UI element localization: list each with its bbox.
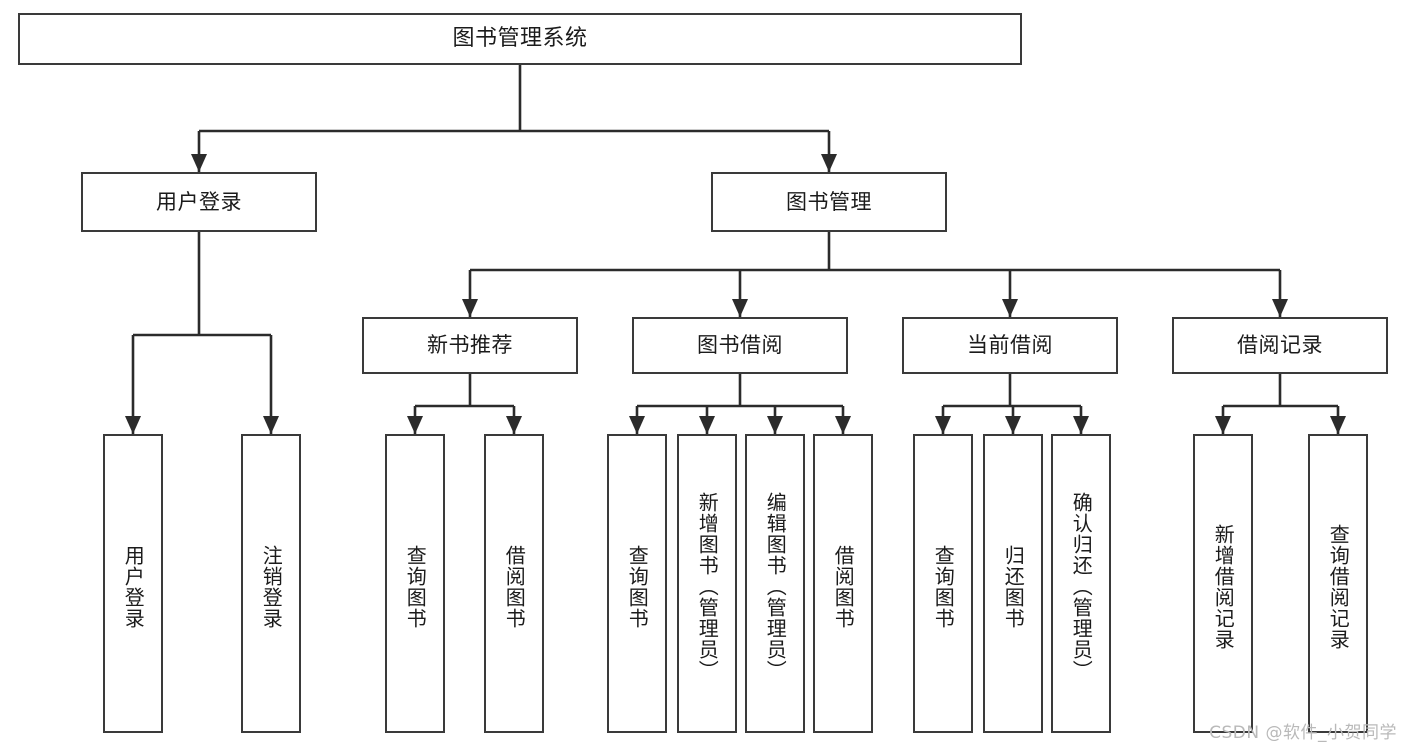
arrowhead-leaf-query-book-borrow [629,416,645,434]
node-leaf-user-logout[interactable]: 注销登录 [241,434,301,733]
node-leaf-edit-book[interactable]: 编辑图书（管理员） [745,434,805,733]
node-leaf-query-book-cur[interactable]: 查询图书 [913,434,973,733]
node-label-leaf-user-logout: 注销登录 [259,544,284,629]
node-new-book-recommend[interactable]: 新书推荐 [362,317,578,374]
arrowhead-leaf-add-book [699,416,715,434]
node-label-leaf-edit-book: 编辑图书（管理员） [763,492,788,681]
node-label-leaf-query-book-borrow: 查询图书 [625,544,650,629]
arrowhead-leaf-edit-book [767,416,783,434]
node-root[interactable]: 图书管理系统 [18,13,1022,65]
node-label-leaf-user-login: 用户登录 [121,544,146,629]
arrowhead-new-book-recommend [462,299,478,317]
node-label-leaf-confirm-return: 确认归还（管理员） [1069,492,1094,681]
node-leaf-add-record[interactable]: 新增借阅记录 [1193,434,1253,733]
node-label-book-borrow: 图书借阅 [697,333,783,358]
node-label-leaf-add-book: 新增图书（管理员） [695,492,720,681]
arrowhead-book-borrow [732,299,748,317]
node-leaf-query-record[interactable]: 查询借阅记录 [1308,434,1368,733]
node-leaf-add-book[interactable]: 新增图书（管理员） [677,434,737,733]
node-label-leaf-query-book-rec: 查询图书 [403,544,428,629]
watermark-label: CSDN @软件_小贺同学 [1209,723,1397,743]
node-label-leaf-borrow-book-rec: 借阅图书 [502,544,527,629]
node-leaf-borrow-book[interactable]: 借阅图书 [813,434,873,733]
node-label-leaf-query-book-cur: 查询图书 [931,544,956,629]
node-label-root: 图书管理系统 [452,26,588,52]
node-label-book-manage: 图书管理 [786,189,872,214]
arrowhead-leaf-borrow-book-rec [506,416,522,434]
node-label-leaf-borrow-book: 借阅图书 [831,544,856,629]
arrowhead-borrow-record [1272,299,1288,317]
node-current-borrow[interactable]: 当前借阅 [902,317,1118,374]
node-book-manage[interactable]: 图书管理 [711,172,947,232]
arrowhead-book-manage [821,154,837,172]
arrowhead-user-login [191,154,207,172]
node-label-leaf-return-book: 归还图书 [1001,544,1026,629]
node-leaf-query-book-rec[interactable]: 查询图书 [385,434,445,733]
arrowhead-current-borrow [1002,299,1018,317]
arrowhead-leaf-user-logout [263,416,279,434]
arrowhead-leaf-user-login [125,416,141,434]
arrowhead-leaf-add-record [1215,416,1231,434]
node-borrow-record[interactable]: 借阅记录 [1172,317,1388,374]
arrowhead-leaf-confirm-return [1073,416,1089,434]
node-label-new-book-recommend: 新书推荐 [427,333,513,358]
node-leaf-query-book-borrow[interactable]: 查询图书 [607,434,667,733]
node-label-leaf-add-record: 新增借阅记录 [1211,523,1236,650]
node-leaf-return-book[interactable]: 归还图书 [983,434,1043,733]
node-user-login[interactable]: 用户登录 [81,172,317,232]
node-label-leaf-query-record: 查询借阅记录 [1326,523,1351,650]
node-leaf-user-login[interactable]: 用户登录 [103,434,163,733]
node-label-user-login: 用户登录 [156,189,242,214]
arrowhead-leaf-query-book-rec [407,416,423,434]
node-book-borrow[interactable]: 图书借阅 [632,317,848,374]
node-label-current-borrow: 当前借阅 [967,333,1053,358]
node-leaf-confirm-return[interactable]: 确认归还（管理员） [1051,434,1111,733]
arrowhead-leaf-borrow-book [835,416,851,434]
node-leaf-borrow-book-rec[interactable]: 借阅图书 [484,434,544,733]
arrowhead-leaf-query-record [1330,416,1346,434]
arrowhead-leaf-query-book-cur [935,416,951,434]
node-label-borrow-record: 借阅记录 [1237,333,1323,358]
arrowhead-leaf-return-book [1005,416,1021,434]
